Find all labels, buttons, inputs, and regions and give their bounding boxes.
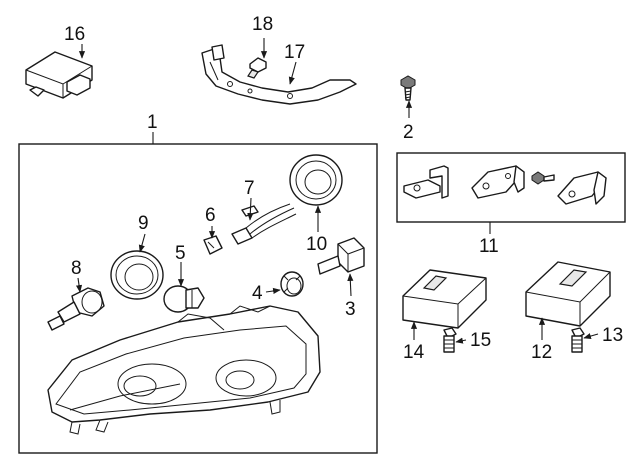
- headlamp-assembly-frame: [18, 143, 378, 454]
- mounting-bracket-17: [201, 44, 357, 105]
- screw-15: [443, 327, 457, 353]
- callout-9: 9: [138, 213, 149, 234]
- bulb-6: [203, 235, 223, 255]
- ring-9: [110, 250, 164, 300]
- callout-11: 11: [479, 236, 499, 257]
- ballast-14: [402, 269, 487, 329]
- callout-18: 18: [252, 14, 273, 35]
- screw-18: [247, 57, 267, 79]
- callout-7: 7: [244, 178, 255, 199]
- ballast-12: [525, 261, 611, 327]
- callout-1: 1: [147, 112, 158, 133]
- callout-15: 15: [470, 330, 491, 351]
- callout-12: 12: [531, 342, 552, 363]
- callout-4: 4: [252, 283, 263, 304]
- bolt-2: [400, 75, 416, 101]
- ring-10: [289, 154, 343, 206]
- bracket-kit-frame: [396, 152, 626, 223]
- cap-4: [280, 271, 304, 297]
- control-module-16: [25, 51, 93, 99]
- callout-2: 2: [403, 122, 414, 143]
- callout-5: 5: [175, 243, 186, 264]
- socket-8: [47, 287, 105, 331]
- harness-7: [231, 203, 297, 245]
- bulb-5: [163, 285, 205, 313]
- headlamp-housing: [47, 305, 321, 435]
- screw-13: [571, 327, 585, 353]
- callout-13: 13: [602, 325, 623, 346]
- callout-8: 8: [71, 258, 82, 279]
- leader-lines: [75, 38, 599, 344]
- bracket-kit-11: [403, 165, 607, 205]
- callout-14: 14: [403, 342, 425, 363]
- callout-17: 17: [284, 42, 305, 63]
- callout-16: 16: [64, 24, 85, 45]
- callout-10: 10: [306, 234, 327, 255]
- bulb-3: [317, 237, 365, 275]
- callout-6: 6: [205, 205, 216, 226]
- callout-3: 3: [345, 299, 356, 320]
